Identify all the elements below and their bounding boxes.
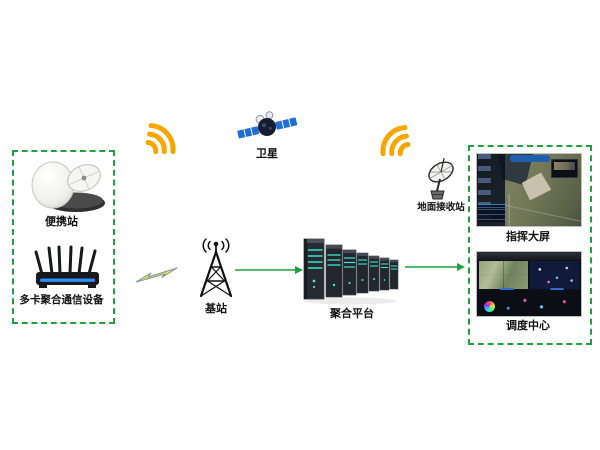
screen-title-bar	[510, 155, 550, 162]
wall-screen-map	[479, 260, 528, 290]
ground-station-label: 地面接收站	[417, 202, 465, 213]
console-panels	[477, 290, 581, 316]
lightning-bolt-icon	[135, 266, 178, 288]
ground-station-icon	[421, 154, 461, 202]
command-screen-image	[477, 154, 581, 226]
satellite-icon	[236, 105, 298, 147]
video-inset	[551, 159, 578, 178]
dispatch-center-image	[477, 252, 581, 316]
base-station-icon	[193, 237, 239, 300]
aggregation-platform-icon	[302, 235, 402, 305]
control-room-ceiling	[477, 252, 581, 261]
portable-station-label: 便携站	[45, 216, 78, 228]
base-station-label: 基站	[205, 303, 227, 315]
portable-station-icon	[26, 156, 110, 214]
aggregation-device-label: 多卡聚合通信设备	[19, 294, 104, 306]
arrow-basestation-to-platform	[234, 264, 304, 276]
wall-screen-network	[530, 260, 579, 290]
command-center-group-box	[468, 145, 592, 345]
command-screen-label: 指挥大屏	[506, 231, 550, 243]
data-table-panel	[478, 204, 506, 223]
satellite-label: 卫星	[256, 148, 278, 160]
color-wheel-widget	[484, 301, 495, 312]
aggregation-platform-label: 聚合平台	[330, 308, 374, 320]
aggregation-device-icon	[31, 243, 105, 291]
signal-waves-left-icon	[126, 110, 190, 173]
dispatch-center-label: 调度中心	[506, 320, 550, 332]
field-equipment-group-box	[12, 150, 115, 324]
signal-waves-right-icon	[366, 112, 430, 175]
arrow-platform-to-center	[404, 261, 466, 273]
